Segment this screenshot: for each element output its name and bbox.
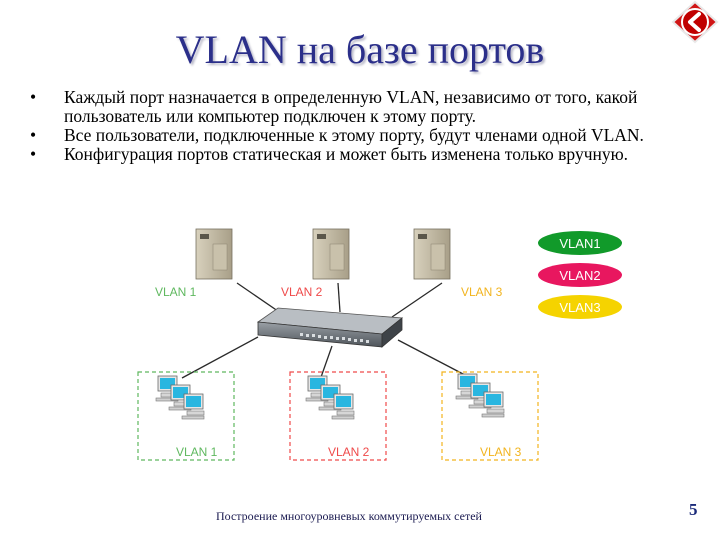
group-vlan-label: VLAN 2 <box>328 445 370 459</box>
switch-icon <box>258 308 402 347</box>
vlan-legend: VLAN1 VLAN2 VLAN3 <box>538 231 622 319</box>
page-number: 5 <box>689 500 698 520</box>
server-icon <box>196 229 232 279</box>
legend-vlan1-label: VLAN1 <box>559 236 600 251</box>
server-vlan-label: VLAN 2 <box>281 285 323 299</box>
server-vlan-label: VLAN 3 <box>461 285 503 299</box>
group-vlan-label: VLAN 3 <box>480 445 522 459</box>
legend-vlan2-label: VLAN2 <box>559 268 600 283</box>
footer-text: Построение многоуровневых коммутируемых … <box>216 509 482 524</box>
server-vlan-label: VLAN 1 <box>155 285 197 299</box>
server-icon <box>313 229 349 279</box>
server-icon <box>414 229 450 279</box>
computer-icon <box>182 394 204 419</box>
computer-icon <box>482 392 504 417</box>
group-vlan-label: VLAN 1 <box>176 445 218 459</box>
legend-vlan3-label: VLAN3 <box>559 300 600 315</box>
computer-icon <box>332 394 354 419</box>
